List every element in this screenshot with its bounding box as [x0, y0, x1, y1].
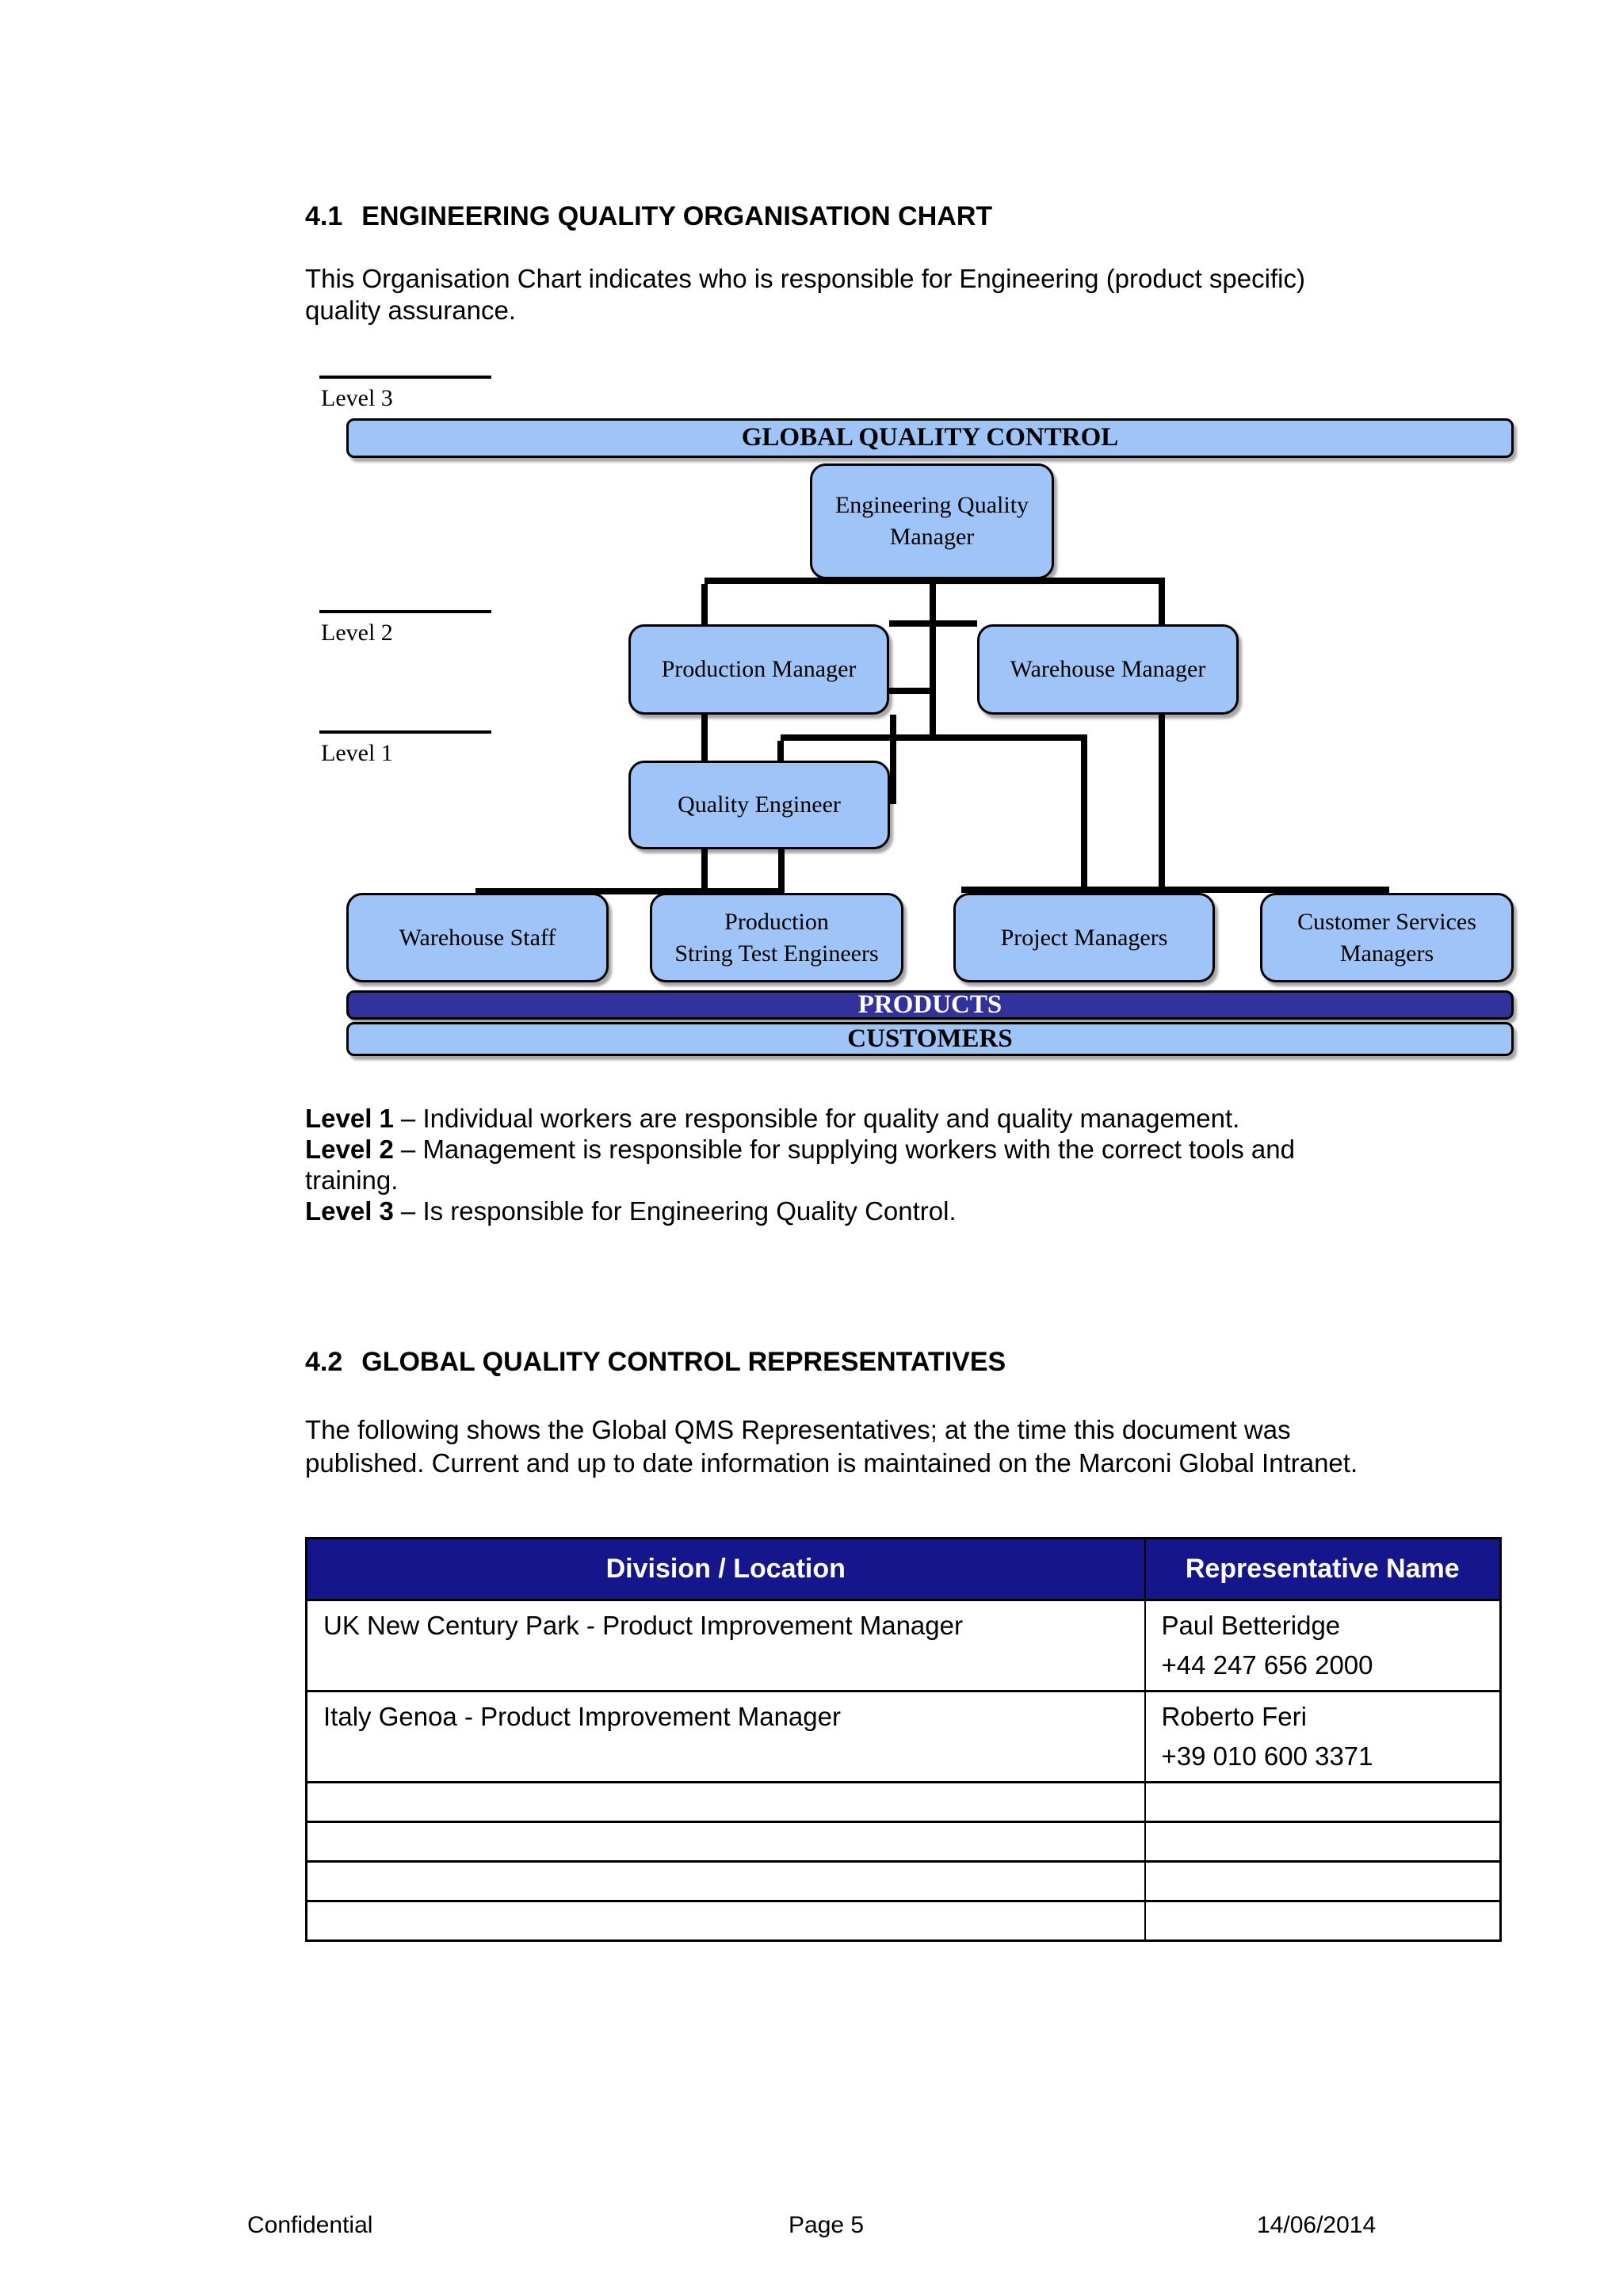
cell-division	[305, 1821, 1146, 1863]
org-node-label: Project Managers	[1000, 924, 1168, 951]
org-node-label: GLOBAL QUALITY CONTROL	[741, 423, 1119, 452]
level-3-label: Level 3	[321, 385, 393, 411]
level-1-note-label: Level 1	[305, 1104, 394, 1133]
cell-representative	[1144, 1860, 1502, 1902]
org-node-label: Warehouse Staff	[399, 924, 556, 951]
connector-bottom-right	[961, 887, 1389, 893]
rep-phone: +39 010 600 3371	[1161, 1741, 1373, 1771]
connector-pm-to-qe-right	[890, 715, 896, 804]
customers-bar: CUSTOMERS	[346, 1022, 1514, 1056]
org-node-label: Production Manager	[661, 656, 857, 683]
connector-branch1-to-warehouse-manager	[1159, 584, 1165, 626]
connector-branch1-to-production-manager	[701, 584, 708, 626]
cell-representative	[1144, 1900, 1502, 1942]
section-number: 4.1	[305, 201, 343, 231]
cell-representative	[1144, 1781, 1502, 1823]
table-header-row: Division / Location Representative Name	[305, 1537, 1502, 1601]
org-node-warehouse-staff: Warehouse Staff	[346, 893, 609, 982]
level-3-line	[319, 376, 491, 379]
table-row-empty	[305, 1860, 1502, 1902]
level-1-line	[319, 730, 491, 734]
connector-wm-down	[1159, 715, 1165, 890]
table-header-division: Division / Location	[305, 1537, 1146, 1601]
org-node-production-string-test-engineers: Production String Test Engineers	[650, 893, 903, 982]
org-node-engineering-quality-manager: Engineering Quality Manager	[810, 463, 1054, 579]
cell-division	[305, 1900, 1146, 1942]
level-3-note-text: – Is responsible for Engineering Quality…	[400, 1196, 957, 1226]
table-row-empty	[305, 1821, 1502, 1863]
table-header-representative: Representative Name	[1144, 1537, 1502, 1601]
org-node-global-quality-control: GLOBAL QUALITY CONTROL	[346, 418, 1514, 458]
cell-division	[305, 1860, 1146, 1902]
representatives-table: Division / Location Representative Name …	[305, 1537, 1502, 1942]
table-row: Italy Genoa - Product Improvement Manage…	[305, 1690, 1502, 1783]
products-bar-label: PRODUCTS	[857, 990, 1002, 1019]
connector-branch2-to-project-managers	[1081, 741, 1087, 890]
cell-representative	[1144, 1821, 1502, 1863]
org-node-label: Engineering Quality	[834, 492, 1029, 519]
section-4-2-intro: The following shows the Global QMS Repre…	[305, 1415, 1358, 1478]
level-3-note-label: Level 3	[305, 1196, 394, 1226]
connector-pm-to-qe-top	[701, 715, 708, 762]
org-node-label: Customer Services	[1297, 908, 1476, 935]
org-node-label: Production	[724, 908, 829, 935]
cell-representative: Paul Betteridge +44 247 656 2000	[1144, 1599, 1502, 1692]
level-1-label: Level 1	[321, 740, 393, 766]
connector-bottom-left	[475, 888, 785, 894]
org-node-label: Warehouse Manager	[1010, 656, 1206, 683]
org-node-warehouse-manager: Warehouse Manager	[977, 624, 1239, 715]
cell-representative: Roberto Feri +39 010 600 3371	[1144, 1690, 1502, 1783]
footer-page-number: Page 5	[789, 2212, 865, 2238]
level-2-line	[319, 610, 491, 613]
cell-division: Italy Genoa - Product Improvement Manage…	[305, 1690, 1146, 1783]
connector-qe-down-left	[701, 849, 708, 893]
level-notes: Level 1– Individual workers are responsi…	[305, 1103, 1371, 1226]
org-node-label: String Test Engineers	[674, 940, 879, 967]
footer-date: 14/06/2014	[1257, 2212, 1377, 2238]
section-4-1-heading: 4.1 ENGINEERING QUALITY ORGANISATION CHAR…	[305, 201, 992, 232]
connector-branch2	[781, 734, 1087, 741]
table-row: UK New Century Park - Product Improvemen…	[305, 1599, 1502, 1692]
org-node-project-managers: Project Managers	[953, 893, 1215, 982]
section-title: GLOBAL QUALITY CONTROL REPRESENTATIVES	[361, 1347, 1006, 1377]
table-row-empty	[305, 1781, 1502, 1823]
level-2-label: Level 2	[321, 620, 393, 646]
level-1-note-text: – Individual workers are responsible for…	[400, 1104, 1240, 1133]
level-2-note-text: – Management is responsible for supplyin…	[305, 1135, 1295, 1195]
footer-confidential: Confidential	[247, 2212, 373, 2238]
customers-bar-label: CUSTOMERS	[847, 1024, 1013, 1053]
cell-division	[305, 1781, 1146, 1823]
level-2-note-label: Level 2	[305, 1135, 394, 1164]
connector-pm-wm-stub	[889, 620, 977, 627]
connector-eqm-center-drop	[930, 579, 936, 741]
org-node-customer-services-managers: Customer Services Managers	[1260, 893, 1514, 982]
section-4-1-intro: This Organisation Chart indicates who is…	[305, 264, 1305, 325]
org-node-label: Manager	[889, 524, 975, 550]
rep-phone: +44 247 656 2000	[1161, 1650, 1373, 1680]
rep-name: Paul Betteridge	[1161, 1611, 1341, 1640]
connector-pm-center-stub	[889, 688, 933, 694]
org-node-label: Quality Engineer	[678, 791, 841, 818]
rep-name: Roberto Feri	[1161, 1702, 1307, 1731]
connector-qe-down-right	[778, 849, 785, 893]
org-node-quality-engineer: Quality Engineer	[628, 761, 890, 849]
section-title: ENGINEERING QUALITY ORGANISATION CHART	[361, 201, 993, 231]
org-node-production-manager: Production Manager	[628, 624, 889, 715]
products-bar: PRODUCTS	[346, 990, 1514, 1020]
org-node-label: Managers	[1339, 940, 1434, 967]
table-row-empty	[305, 1900, 1502, 1942]
connector-branch2-to-quality-engineer	[777, 741, 784, 762]
section-number: 4.2	[305, 1347, 343, 1377]
cell-division: UK New Century Park - Product Improvemen…	[305, 1599, 1146, 1692]
section-4-2-heading: 4.2 GLOBAL QUALITY CONTROL REPRESENTATIVE…	[305, 1347, 1006, 1378]
